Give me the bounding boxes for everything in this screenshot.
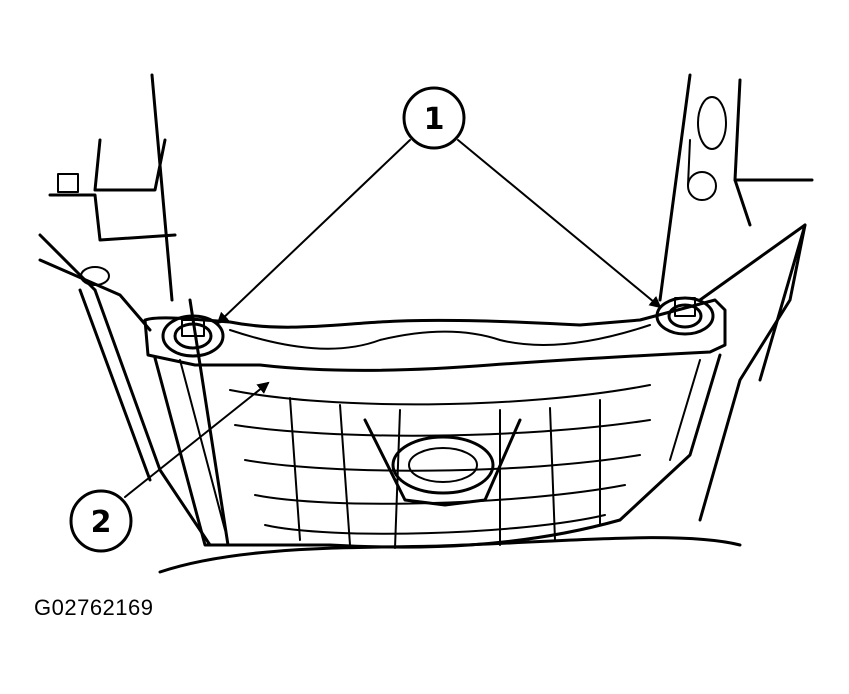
leader-line-grille [124, 381, 270, 498]
callout-2: 2 [69, 489, 133, 553]
callout-1: 1 [402, 86, 466, 150]
right-fastener [655, 296, 715, 336]
callout-2-label: 2 [91, 505, 112, 540]
leader-line-right-fastener [457, 139, 662, 309]
callout-1-label: 1 [424, 102, 445, 137]
grille-assembly [143, 298, 727, 549]
figure-id: G02762169 [34, 595, 154, 620]
callout-1-circle [402, 86, 466, 150]
leader-lines [124, 139, 662, 498]
callout-2-circle [69, 489, 133, 553]
leader-line-left-fastener [216, 139, 411, 325]
vehicle-body-outline [38, 73, 814, 574]
left-fastener [161, 314, 225, 358]
